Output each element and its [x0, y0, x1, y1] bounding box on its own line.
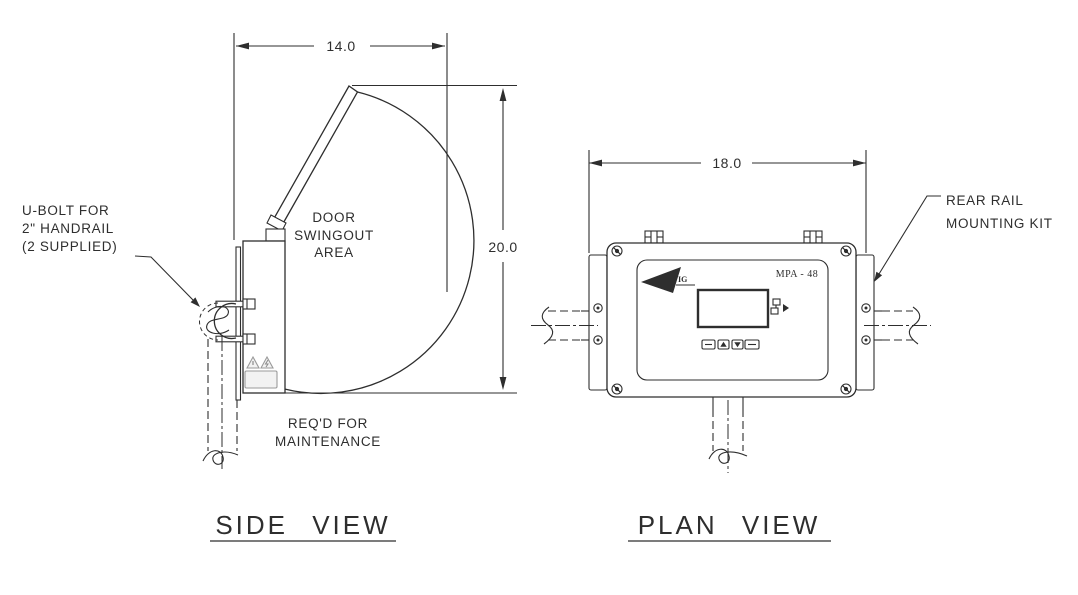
screw-icon: [840, 383, 852, 395]
pipe-break-symbol: [708, 448, 748, 464]
dim-14-label: 14.0: [326, 38, 355, 54]
arrowhead: [874, 271, 883, 282]
arrowhead: [190, 297, 200, 307]
dimension-height-20: 20.0: [243, 84, 517, 394]
corner-screws: [611, 245, 852, 395]
arrowhead: [853, 159, 866, 167]
u-bolt-leader: [134, 255, 200, 307]
ubolt-note-line3: (2 SUPPLIED): [22, 239, 117, 254]
top-clamps: [644, 230, 823, 244]
display-screen: [696, 288, 770, 329]
arrowhead: [236, 42, 249, 50]
right-rail-pipe: [864, 306, 931, 345]
plan-view: 18.0: [531, 150, 1053, 542]
maintenance-note-line1: REQ'D FOR: [288, 416, 368, 431]
side-view: 14.0 20.0: [22, 33, 517, 542]
mounting-flange: [235, 246, 242, 401]
panel-buttons: [701, 339, 760, 350]
side-view-labels: U-BOLT FOR 2" HANDRAIL (2 SUPPLIED) DOOR…: [22, 203, 396, 542]
logo-arrow-icon: [641, 267, 681, 293]
dimension-width-18: 18.0: [588, 150, 867, 253]
plan-view-labels: REAR RAIL MOUNTING KIT PLAN VIEW: [628, 193, 1053, 542]
nameplate-label: [244, 370, 278, 389]
dim-20-label: 20.0: [488, 239, 517, 255]
handrail-pipe: [202, 336, 239, 469]
front-panel: IG MPA - 48: [636, 259, 829, 381]
screw-icon: [611, 383, 623, 395]
down-arrow-icon: [734, 342, 741, 348]
left-rail-pipe: [531, 306, 598, 345]
up-arrow-icon: [720, 341, 727, 347]
logo-text: IG: [678, 275, 687, 284]
u-bolt: [199, 302, 237, 341]
arrowhead: [499, 377, 507, 390]
clamp: [803, 230, 823, 244]
menu-button: [701, 339, 716, 350]
dimension-width-14: 14.0: [233, 33, 448, 292]
down-button: [731, 339, 744, 350]
arrowhead: [432, 42, 445, 50]
pipe-break-symbol: [908, 306, 921, 345]
pipe-break-symbol: [202, 450, 239, 465]
hinge-step: [265, 228, 286, 242]
up-button: [717, 339, 730, 350]
rail-kit-note-line1: REAR RAIL: [946, 193, 1024, 208]
door-area-line1: DOOR: [312, 210, 355, 225]
ubolt-note-line2: 2" HANDRAIL: [22, 221, 114, 236]
plan-view-title: PLAN VIEW: [638, 510, 821, 540]
arrowhead: [499, 88, 507, 101]
pipe-break-symbol: [206, 306, 230, 335]
side-view-title: SIDE VIEW: [215, 510, 390, 540]
rail-kit-note-line2: MOUNTING KIT: [946, 216, 1053, 231]
dim-18-label: 18.0: [712, 155, 741, 171]
enter-button: [744, 339, 760, 350]
bracket-holes: [593, 303, 871, 345]
connector-icon: [770, 298, 789, 315]
maintenance-note-line2: MAINTENANCE: [275, 434, 381, 449]
pipe-break-symbol: [541, 306, 554, 345]
clamp: [644, 230, 664, 244]
rail-kit-leader: [874, 195, 941, 282]
bottom-rail-pipe: [708, 397, 748, 473]
screw-icon: [611, 245, 623, 257]
arrowhead: [589, 159, 602, 167]
right-bracket: [855, 254, 875, 391]
door-area-line2: SWINGOUT: [294, 228, 374, 243]
warning-labels: [244, 355, 278, 389]
door-panel: [265, 85, 359, 242]
ubolt-note-line1: U-BOLT FOR: [22, 203, 110, 218]
brand-logo: IG: [641, 267, 695, 293]
model-label: MPA - 48: [776, 269, 819, 280]
screw-icon: [840, 245, 852, 257]
rail-brackets: [588, 254, 875, 391]
left-bracket: [588, 254, 608, 391]
door-swing-arc: [284, 91, 475, 395]
door-area-line3: AREA: [314, 245, 354, 260]
